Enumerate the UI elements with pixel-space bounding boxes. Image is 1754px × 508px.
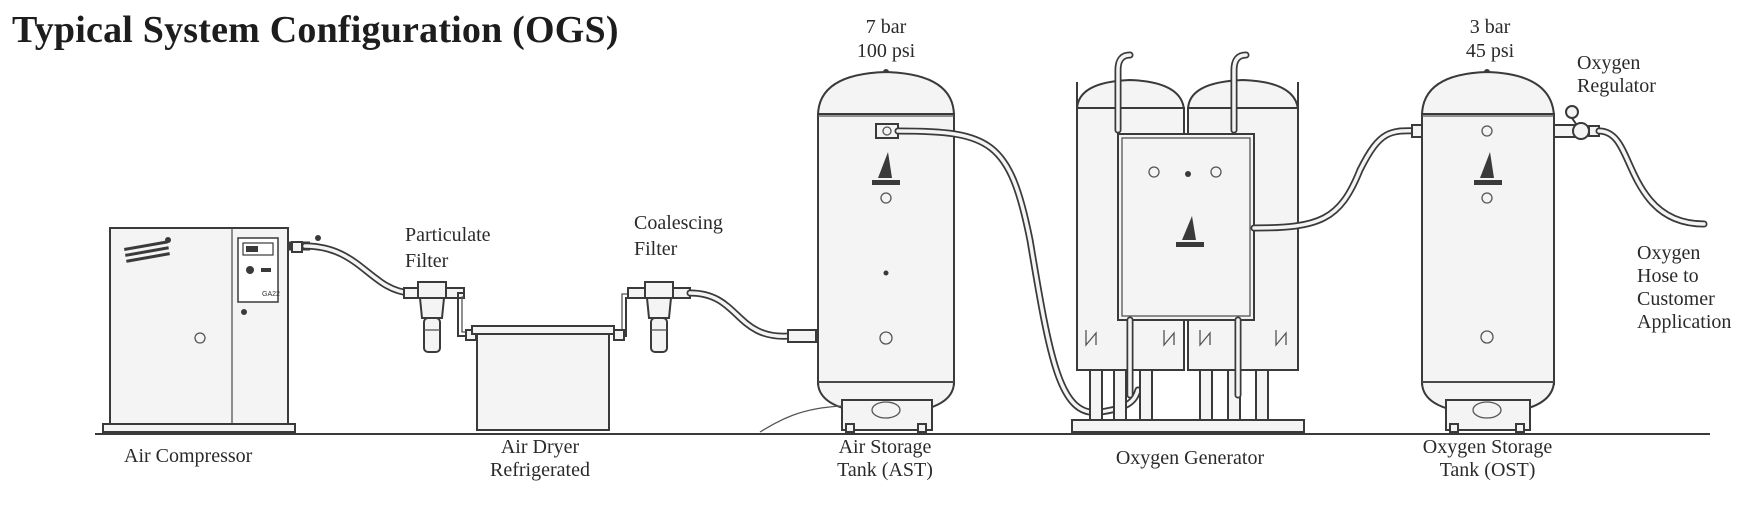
ast-pressure-bar: 7 bar bbox=[865, 16, 907, 38]
oxygen-hose-label-4: Application bbox=[1637, 311, 1732, 333]
particulate-filter-icon bbox=[403, 281, 465, 353]
oxygen-hose-label-1: Oxygen bbox=[1637, 242, 1701, 264]
ost-label-2: Tank (OST) bbox=[1439, 459, 1536, 481]
coalescing-filter-icon bbox=[627, 281, 691, 353]
ost-label-1: Oxygen Storage bbox=[1422, 436, 1553, 458]
ost-pressure-psi: 45 psi bbox=[1465, 40, 1515, 62]
oxygen-regulator-icon bbox=[1553, 105, 1600, 140]
air-compressor-label: Air Compressor bbox=[124, 445, 253, 467]
coalescing-filter-label-1: Coalescing bbox=[634, 212, 723, 234]
oxygen-hose-label-2: Hose to bbox=[1637, 265, 1699, 287]
page-title: Typical System Configuration (OGS) bbox=[12, 9, 619, 51]
ast-label-2: Tank (AST) bbox=[837, 459, 933, 481]
oxygen-hose-label-3: Customer bbox=[1637, 288, 1715, 310]
oxygen-generator-icon bbox=[1071, 51, 1305, 433]
particulate-filter-label-2: Filter bbox=[405, 250, 449, 272]
air-dryer-label-1: Air Dryer bbox=[500, 436, 580, 458]
compressor-model-text: GA22 bbox=[262, 291, 280, 298]
ast-pressure-psi: 100 psi bbox=[856, 40, 916, 62]
air-dryer-label-2: Refrigerated bbox=[490, 459, 590, 481]
air-storage-tank-icon bbox=[816, 69, 956, 433]
oxygen-regulator-label-1: Oxygen bbox=[1577, 52, 1641, 74]
coalescing-filter-label-2: Filter bbox=[634, 238, 678, 260]
oxygen-regulator-label-2: Regulator bbox=[1577, 75, 1656, 97]
air-compressor-icon: GA22 bbox=[102, 227, 296, 433]
oxygen-generator-label: Oxygen Generator bbox=[1115, 447, 1265, 469]
ost-pressure-bar: 3 bar bbox=[1469, 16, 1511, 38]
oxygen-storage-tank-icon bbox=[1420, 69, 1556, 433]
particulate-filter-label-1: Particulate bbox=[405, 224, 491, 246]
ast-label-1: Air Storage bbox=[838, 436, 932, 458]
air-dryer-icon bbox=[471, 325, 615, 431]
